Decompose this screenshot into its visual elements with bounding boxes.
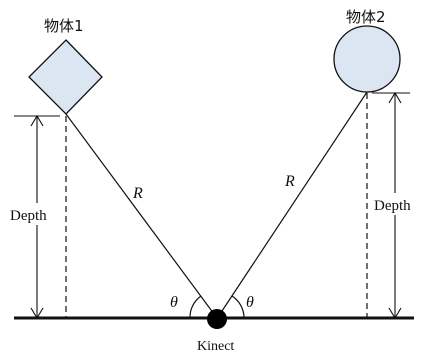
range-label-left: R [132,185,143,202]
object-1-diamond [28,39,103,115]
depth-left-label-bg [8,203,56,225]
object-1: 物体1 [28,17,103,115]
object-2: 物体2 [333,8,401,93]
kinect-sensor-icon [207,309,227,329]
theta-label-right: θ [246,294,254,311]
depth-right-label: Depth [374,198,411,214]
range-line-left [65,113,215,315]
kinect-label: Kinect [197,339,234,354]
object-2-circle [333,25,401,93]
theta-arc-right [231,295,245,319]
range-label-right: R [284,173,295,190]
theta-arc-left [189,295,202,319]
depth-right-label-bg [372,193,420,215]
depth-left-label: Depth [10,208,47,224]
object-2-label: 物体2 [346,8,386,26]
theta-label-left: θ [170,294,178,311]
object-1-label: 物体1 [44,17,84,35]
range-line-right [219,91,368,315]
